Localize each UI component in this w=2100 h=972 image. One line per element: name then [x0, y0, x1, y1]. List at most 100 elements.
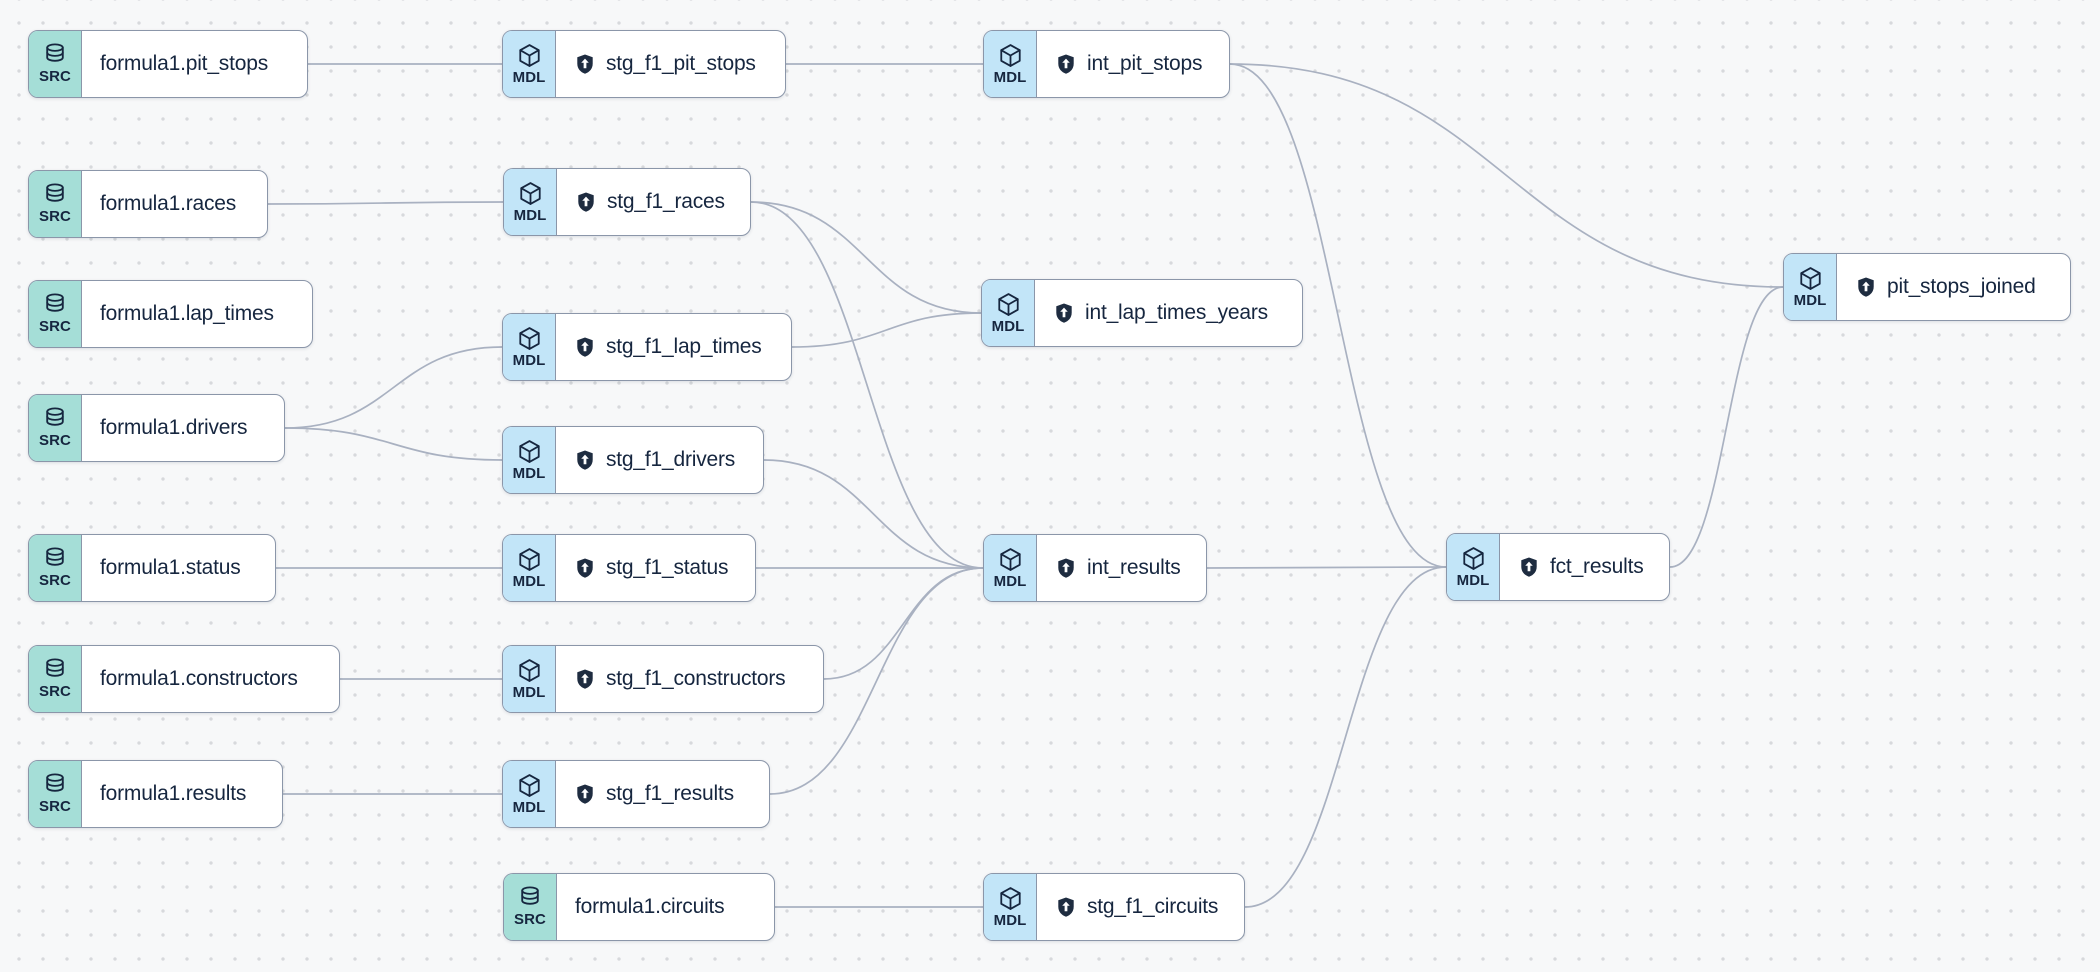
cube-icon — [997, 42, 1024, 69]
node-type-badge-label: SRC — [39, 208, 71, 226]
node-stg-f1-results[interactable]: MDL stg_f1_results — [502, 760, 770, 828]
node-label: int_results — [1087, 556, 1181, 579]
node-label-area: formula1.circuits — [557, 874, 774, 940]
node-label: stg_f1_results — [606, 782, 734, 805]
node-label: int_lap_times_years — [1085, 301, 1268, 324]
shield-icon — [1055, 53, 1077, 75]
model-type-badge: MDL — [503, 535, 556, 601]
node-pit-stops-joined[interactable]: MDL pit_stops_joined — [1783, 253, 2071, 321]
node-label-area: pit_stops_joined — [1837, 254, 2070, 320]
node-label: formula1.drivers — [100, 416, 248, 439]
node-label-area: stg_f1_constructors — [556, 646, 823, 712]
node-type-badge-label: MDL — [512, 798, 546, 816]
lineage-edge — [769, 567, 984, 795]
lineage-edge — [1229, 63, 1784, 288]
shield-icon — [1055, 557, 1077, 579]
source-type-badge: SRC — [29, 646, 82, 712]
node-label: stg_f1_lap_times — [606, 335, 762, 358]
model-type-badge: MDL — [984, 31, 1037, 97]
node-type-badge-label: SRC — [39, 683, 71, 701]
node-label: stg_f1_pit_stops — [606, 52, 756, 75]
node-int-lap-times-years[interactable]: MDL int_lap_times_years — [981, 279, 1303, 347]
node-int-results[interactable]: MDL int_results — [983, 534, 1207, 602]
node-label: stg_f1_circuits — [1087, 895, 1219, 918]
database-icon — [42, 406, 68, 432]
lineage-edge — [750, 201, 984, 569]
node-label: stg_f1_drivers — [606, 448, 736, 471]
node-stg-f1-drivers[interactable]: MDL stg_f1_drivers — [502, 426, 764, 494]
node-type-badge-label: MDL — [991, 317, 1025, 335]
node-label-area: formula1.races — [82, 171, 267, 237]
node-type-badge-label: SRC — [39, 318, 71, 336]
node-label-area: stg_f1_drivers — [556, 427, 763, 493]
node-type-badge-label: MDL — [512, 464, 546, 482]
cube-icon — [516, 325, 543, 352]
model-type-badge: MDL — [503, 761, 556, 827]
node-label: fct_results — [1550, 555, 1644, 578]
cube-icon — [997, 885, 1024, 912]
lineage-edge — [750, 201, 982, 314]
lineage-edge — [1669, 286, 1784, 568]
shield-icon — [1518, 556, 1540, 578]
source-type-badge: SRC — [29, 31, 82, 97]
node-label-area: fct_results — [1500, 534, 1669, 600]
node-label-area: stg_f1_status — [556, 535, 755, 601]
model-type-badge: MDL — [504, 169, 557, 235]
shield-icon — [1055, 896, 1077, 918]
node-type-badge-label: MDL — [993, 572, 1027, 590]
node-formula1-status[interactable]: SRC formula1.status — [28, 534, 276, 602]
node-label-area: stg_f1_races — [557, 169, 750, 235]
node-formula1-drivers[interactable]: SRC formula1.drivers — [28, 394, 285, 462]
node-type-badge-label: MDL — [512, 572, 546, 590]
node-label-area: formula1.drivers — [82, 395, 284, 461]
node-label-area: formula1.lap_times — [82, 281, 312, 347]
model-type-badge: MDL — [503, 427, 556, 493]
node-label-area: formula1.results — [82, 761, 282, 827]
shield-icon — [574, 449, 596, 471]
node-formula1-constructors[interactable]: SRC formula1.constructors — [28, 645, 340, 713]
node-label-area: int_results — [1037, 535, 1206, 601]
node-formula1-results[interactable]: SRC formula1.results — [28, 760, 283, 828]
shield-icon — [574, 336, 596, 358]
model-type-badge: MDL — [984, 874, 1037, 940]
node-label: formula1.constructors — [100, 667, 298, 690]
node-label: stg_f1_races — [607, 190, 725, 213]
cube-icon — [995, 291, 1022, 318]
node-type-badge-label: SRC — [39, 432, 71, 450]
database-icon — [42, 772, 68, 798]
node-label-area: int_pit_stops — [1037, 31, 1229, 97]
node-label-area: stg_f1_lap_times — [556, 314, 791, 380]
database-icon — [42, 546, 68, 572]
lineage-edge — [1244, 566, 1447, 908]
cube-icon — [517, 180, 544, 207]
database-icon — [42, 657, 68, 683]
node-label-area: formula1.status — [82, 535, 275, 601]
database-icon — [42, 182, 68, 208]
node-label: formula1.status — [100, 556, 241, 579]
shield-icon — [1053, 302, 1075, 324]
node-type-badge-label: MDL — [512, 68, 546, 86]
node-type-badge-label: MDL — [993, 911, 1027, 929]
node-stg-f1-status[interactable]: MDL stg_f1_status — [502, 534, 756, 602]
cube-icon — [516, 772, 543, 799]
node-label: formula1.races — [100, 192, 237, 215]
node-formula1-races[interactable]: SRC formula1.races — [28, 170, 268, 238]
node-type-badge-label: MDL — [1793, 291, 1827, 309]
node-stg-f1-pit-stops[interactable]: MDL stg_f1_pit_stops — [502, 30, 786, 98]
lineage-edge — [1206, 566, 1447, 569]
source-type-badge: SRC — [29, 535, 82, 601]
node-stg-f1-circuits[interactable]: MDL stg_f1_circuits — [983, 873, 1245, 941]
node-label-area: formula1.constructors — [82, 646, 339, 712]
source-type-badge: SRC — [29, 171, 82, 237]
node-stg-f1-races[interactable]: MDL stg_f1_races — [503, 168, 751, 236]
node-formula1-lap-times[interactable]: SRC formula1.lap_times — [28, 280, 313, 348]
node-type-badge-label: SRC — [39, 798, 71, 816]
